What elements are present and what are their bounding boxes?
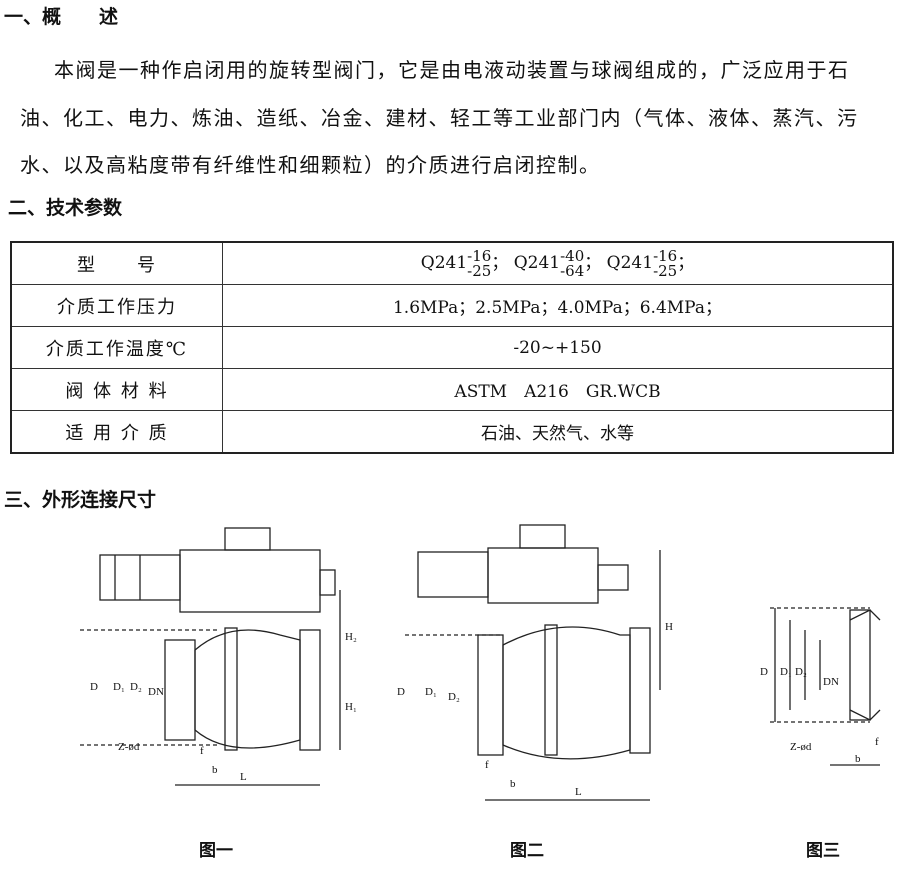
figure-3-drawing: D D₁ D₂ DN Z-ød f b: [760, 607, 881, 766]
param-value: 1.6MPa；2.5MPa；4.0MPa；6.4MPa；: [222, 284, 894, 327]
table-row: 型 号 Q241-16-25； Q241-40-64； Q241-16-25；: [10, 241, 894, 285]
model-pressure-bottom: -64: [560, 261, 585, 280]
label-D1: D₁: [113, 681, 125, 693]
label-L: L: [575, 786, 582, 798]
figure-1-caption: 图一: [199, 841, 233, 861]
label-f: f: [200, 745, 204, 757]
model-base: Q241: [420, 253, 468, 274]
table-row: 介质工作温度℃-20~+150: [10, 326, 894, 369]
param-value: -20~+150: [222, 326, 894, 369]
dimension-drawings: D D₁ D₂ DN H₂ H₁ Z-ød f b L D D₁ D₂ H f …: [80, 524, 881, 801]
label-b: b: [855, 753, 861, 765]
label-f: f: [485, 759, 489, 771]
label-f: f: [875, 736, 879, 748]
figure-3-caption: 图三: [806, 841, 840, 861]
figure-2-caption: 图二: [510, 841, 544, 861]
label-L: L: [240, 771, 247, 783]
label-Zd: Z-ød: [790, 741, 812, 753]
param-key: 介质工作温度℃: [10, 326, 223, 369]
overview-line-3: 水、以及高粘度带有纤维性和细颗粒）的介质进行启闭控制。: [20, 153, 601, 177]
section-tech-params-heading: 二、技术参数: [8, 197, 123, 219]
label-H1: H₁: [345, 701, 357, 713]
param-value: 石油、天然气、水等: [222, 410, 894, 454]
table-row: 适 用 介 质石油、天然气、水等: [10, 410, 894, 454]
label-DN: DN: [148, 686, 164, 698]
param-models: Q241-16-25； Q241-40-64； Q241-16-25；: [222, 241, 894, 285]
model-pressure-top: -16: [467, 246, 492, 265]
model-pressure-top: -16: [653, 246, 678, 265]
figure-1-drawing: D D₁ D₂ DN H₂ H₁ Z-ød f b L: [80, 527, 357, 786]
label-D1: D₁: [425, 686, 437, 698]
section-overview-heading: 一、概 述: [4, 6, 119, 28]
overview-line-2: 油、化工、电力、炼油、造纸、冶金、建材、轻工等工业部门内（气体、液体、蒸汽、污: [20, 106, 859, 130]
label-D1: D₁: [780, 666, 792, 678]
model-base: Q241: [606, 253, 654, 274]
label-D: D: [760, 666, 768, 678]
model-pressure-top: -40: [560, 246, 585, 265]
label-D2: D₂: [795, 666, 807, 678]
label-Zd: Z-ød: [118, 741, 140, 753]
model-pressure-bottom: -25: [653, 261, 678, 280]
overview-line-1: 本阀是一种作启闭用的旋转型阀门，它是由电液动装置与球阀组成的，广泛应用于石: [54, 58, 850, 82]
label-D2: D₂: [448, 691, 460, 703]
label-D: D: [90, 681, 98, 693]
param-key: 介质工作压力: [10, 284, 223, 327]
section-dimensions-heading: 三、外形连接尺寸: [4, 489, 157, 511]
param-value: ASTM A216 GR.WCB: [222, 368, 894, 411]
param-key: 阀 体 材 料: [10, 368, 223, 411]
label-H2: H₂: [345, 631, 357, 643]
label-D2: D₂: [130, 681, 142, 693]
label-H: H: [665, 621, 673, 633]
model-base: Q241: [513, 253, 561, 274]
model-pressure-bottom: -25: [467, 261, 492, 280]
tech-params-table: 型 号 Q241-16-25； Q241-40-64； Q241-16-25； …: [10, 241, 894, 454]
label-b: b: [510, 778, 516, 790]
label-b: b: [212, 764, 218, 776]
label-D: D: [397, 686, 405, 698]
param-key: 适 用 介 质: [10, 410, 223, 454]
param-key: 型 号: [10, 241, 223, 285]
figure-2-drawing: D D₁ D₂ H f b L: [397, 524, 673, 801]
label-DN: DN: [823, 676, 839, 688]
